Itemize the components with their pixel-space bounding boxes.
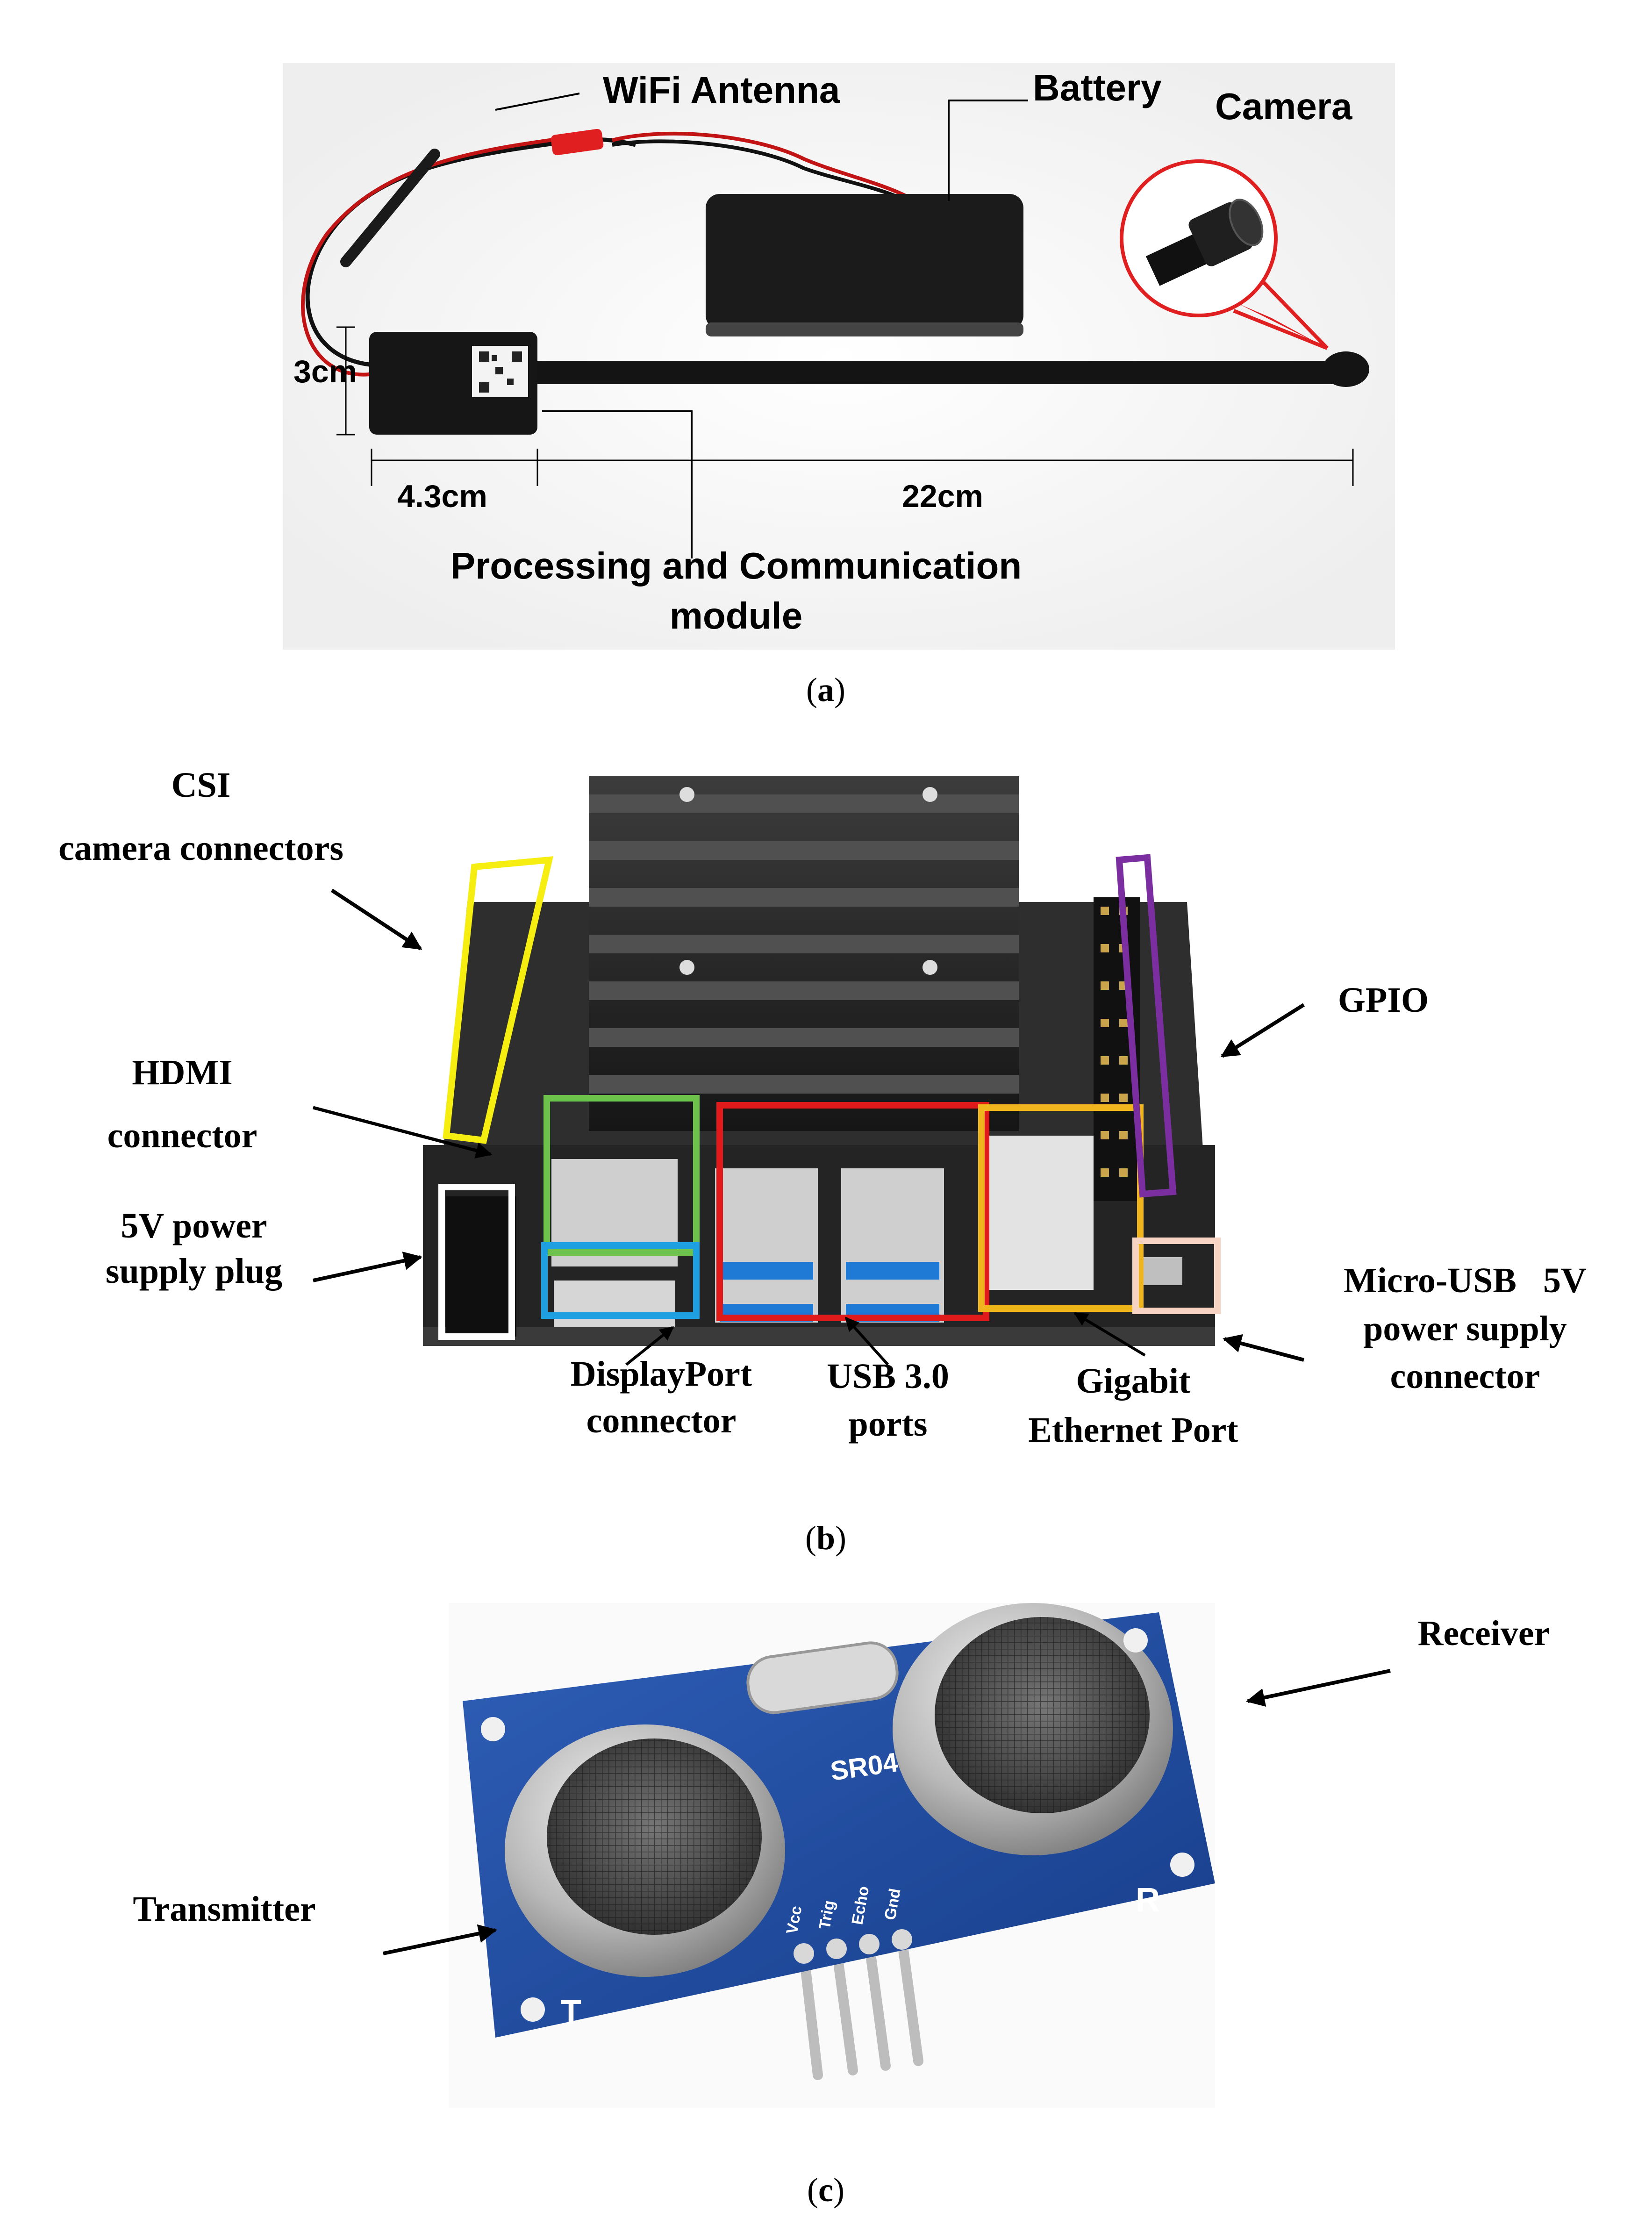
label-wifi-antenna: WiFi Antenna — [603, 69, 840, 111]
label-displayport-line2: connector — [586, 1401, 737, 1440]
highlight-ethernet — [978, 1104, 1144, 1312]
label-battery: Battery — [1033, 67, 1162, 108]
silk-side-r: R — [1136, 1882, 1160, 1919]
highlight-power — [438, 1184, 515, 1340]
arrow-usb — [844, 1316, 889, 1366]
highlight-displayport — [541, 1242, 700, 1319]
silk-side-t: T — [561, 1994, 581, 2031]
label-hdmi-line2: connector — [107, 1116, 257, 1155]
battery-leader-line — [948, 100, 1028, 201]
mount-hole-2 — [521, 1997, 545, 2022]
long-antenna — [523, 361, 1346, 384]
black-wire-to-battery — [612, 139, 908, 203]
wifi-leader-line — [495, 93, 580, 111]
usb-tongue-2a — [846, 1262, 939, 1280]
label-hdmi-line1: HDMI — [132, 1053, 232, 1092]
label-usb-line2: ports — [849, 1404, 928, 1444]
arrow-displayport — [625, 1326, 674, 1366]
label-csi-line2: camera connectors — [58, 829, 343, 868]
panel-b: CSI camera connectors HDMI connector 5V … — [58, 766, 1587, 1557]
label-displayport-line1: DisplayPort — [571, 1354, 752, 1394]
arrow-transmitter — [383, 1924, 497, 1955]
label-power-line1: 5V power — [121, 1206, 267, 1245]
panel-c: SR04 Vcc Trig Echo Gnd T R Receiver Tran… — [133, 1603, 1550, 2209]
label-gpio: GPIO — [1338, 980, 1429, 1020]
transmitter-transducer — [505, 1724, 785, 1977]
usb-port-1 — [715, 1168, 818, 1323]
usb-tongue-1a — [720, 1262, 813, 1280]
camera-callout-line-a — [1260, 279, 1329, 350]
panel-a: WiFi Antenna Battery Camera 3cm 4.3cm 22… — [283, 63, 1395, 708]
label-micro-usb-line1: Micro-USB 5V — [1344, 1261, 1587, 1300]
label-processing-line1: Processing and Communication — [451, 545, 1022, 587]
battery — [706, 194, 1023, 329]
highlight-hdmi — [544, 1095, 700, 1256]
arrow-receiver — [1246, 1669, 1391, 1707]
arrow-micro-usb — [1223, 1334, 1305, 1362]
pin-pads — [794, 1929, 912, 1964]
arrow-power — [313, 1252, 422, 1282]
battery-edge — [706, 322, 1023, 336]
label-micro-usb-line3: connector — [1390, 1357, 1540, 1396]
gpio-pins — [1101, 907, 1128, 1177]
camera-callout-pointer — [1238, 304, 1323, 346]
sensor-pins — [799, 1934, 923, 2080]
label-micro-usb-line2: power supply — [1363, 1309, 1567, 1348]
label-ethernet-line2: Ethernet Port — [1028, 1410, 1238, 1450]
displayport-port — [554, 1281, 675, 1327]
camera-module — [1145, 199, 1264, 286]
highlight-csi — [443, 856, 554, 1144]
processing-leader-line — [542, 410, 693, 558]
caption-c: (c) — [807, 2171, 844, 2209]
red-connector — [551, 129, 604, 156]
arrow-csi — [330, 888, 422, 951]
highlight-boxes — [438, 854, 1221, 1340]
wifi-antenna-stub — [340, 149, 440, 267]
caption-b: (b) — [805, 1519, 846, 1557]
camera-callout-line-b — [1233, 309, 1328, 350]
mount-hole-3 — [1123, 1628, 1148, 1653]
label-csi-line1: CSI — [172, 766, 231, 805]
crystal-oscillator — [746, 1641, 899, 1714]
highlight-micro-usb — [1132, 1238, 1221, 1314]
antenna-tip — [1323, 351, 1369, 387]
red-wire-to-battery — [612, 131, 908, 198]
label-width-antenna: 22cm — [902, 479, 983, 514]
label-usb-line1: USB 3.0 — [827, 1357, 949, 1396]
qr-pattern — [479, 351, 522, 393]
mount-hole-4 — [1170, 1853, 1194, 1877]
arrow-gpio — [1220, 1003, 1305, 1058]
receiver-transducer — [893, 1603, 1173, 1855]
mount-hole-1 — [481, 1717, 505, 1741]
label-receiver: Receiver — [1418, 1614, 1550, 1653]
micro-usb-port — [1140, 1257, 1182, 1285]
ethernet-port — [986, 1136, 1094, 1290]
caption-a: (a) — [806, 671, 845, 708]
red-wire — [300, 134, 585, 377]
label-power-line2: supply plug — [106, 1252, 282, 1291]
arrow-ethernet — [1073, 1312, 1146, 1357]
label-transmitter: Transmitter — [133, 1889, 315, 1929]
pcb-edge — [423, 1327, 1215, 1346]
label-processing-line2: module — [670, 595, 802, 637]
label-width-module: 4.3cm — [397, 479, 487, 514]
label-camera: Camera — [1215, 86, 1352, 127]
label-height: 3cm — [293, 354, 357, 389]
label-ethernet-line1: Gigabit — [1076, 1361, 1191, 1401]
heat-sink — [589, 776, 1019, 1131]
usb-port-2 — [841, 1168, 944, 1323]
barrel-jack — [446, 1196, 516, 1337]
highlight-gpio — [1116, 854, 1177, 1198]
arrow-hdmi — [313, 1106, 493, 1159]
